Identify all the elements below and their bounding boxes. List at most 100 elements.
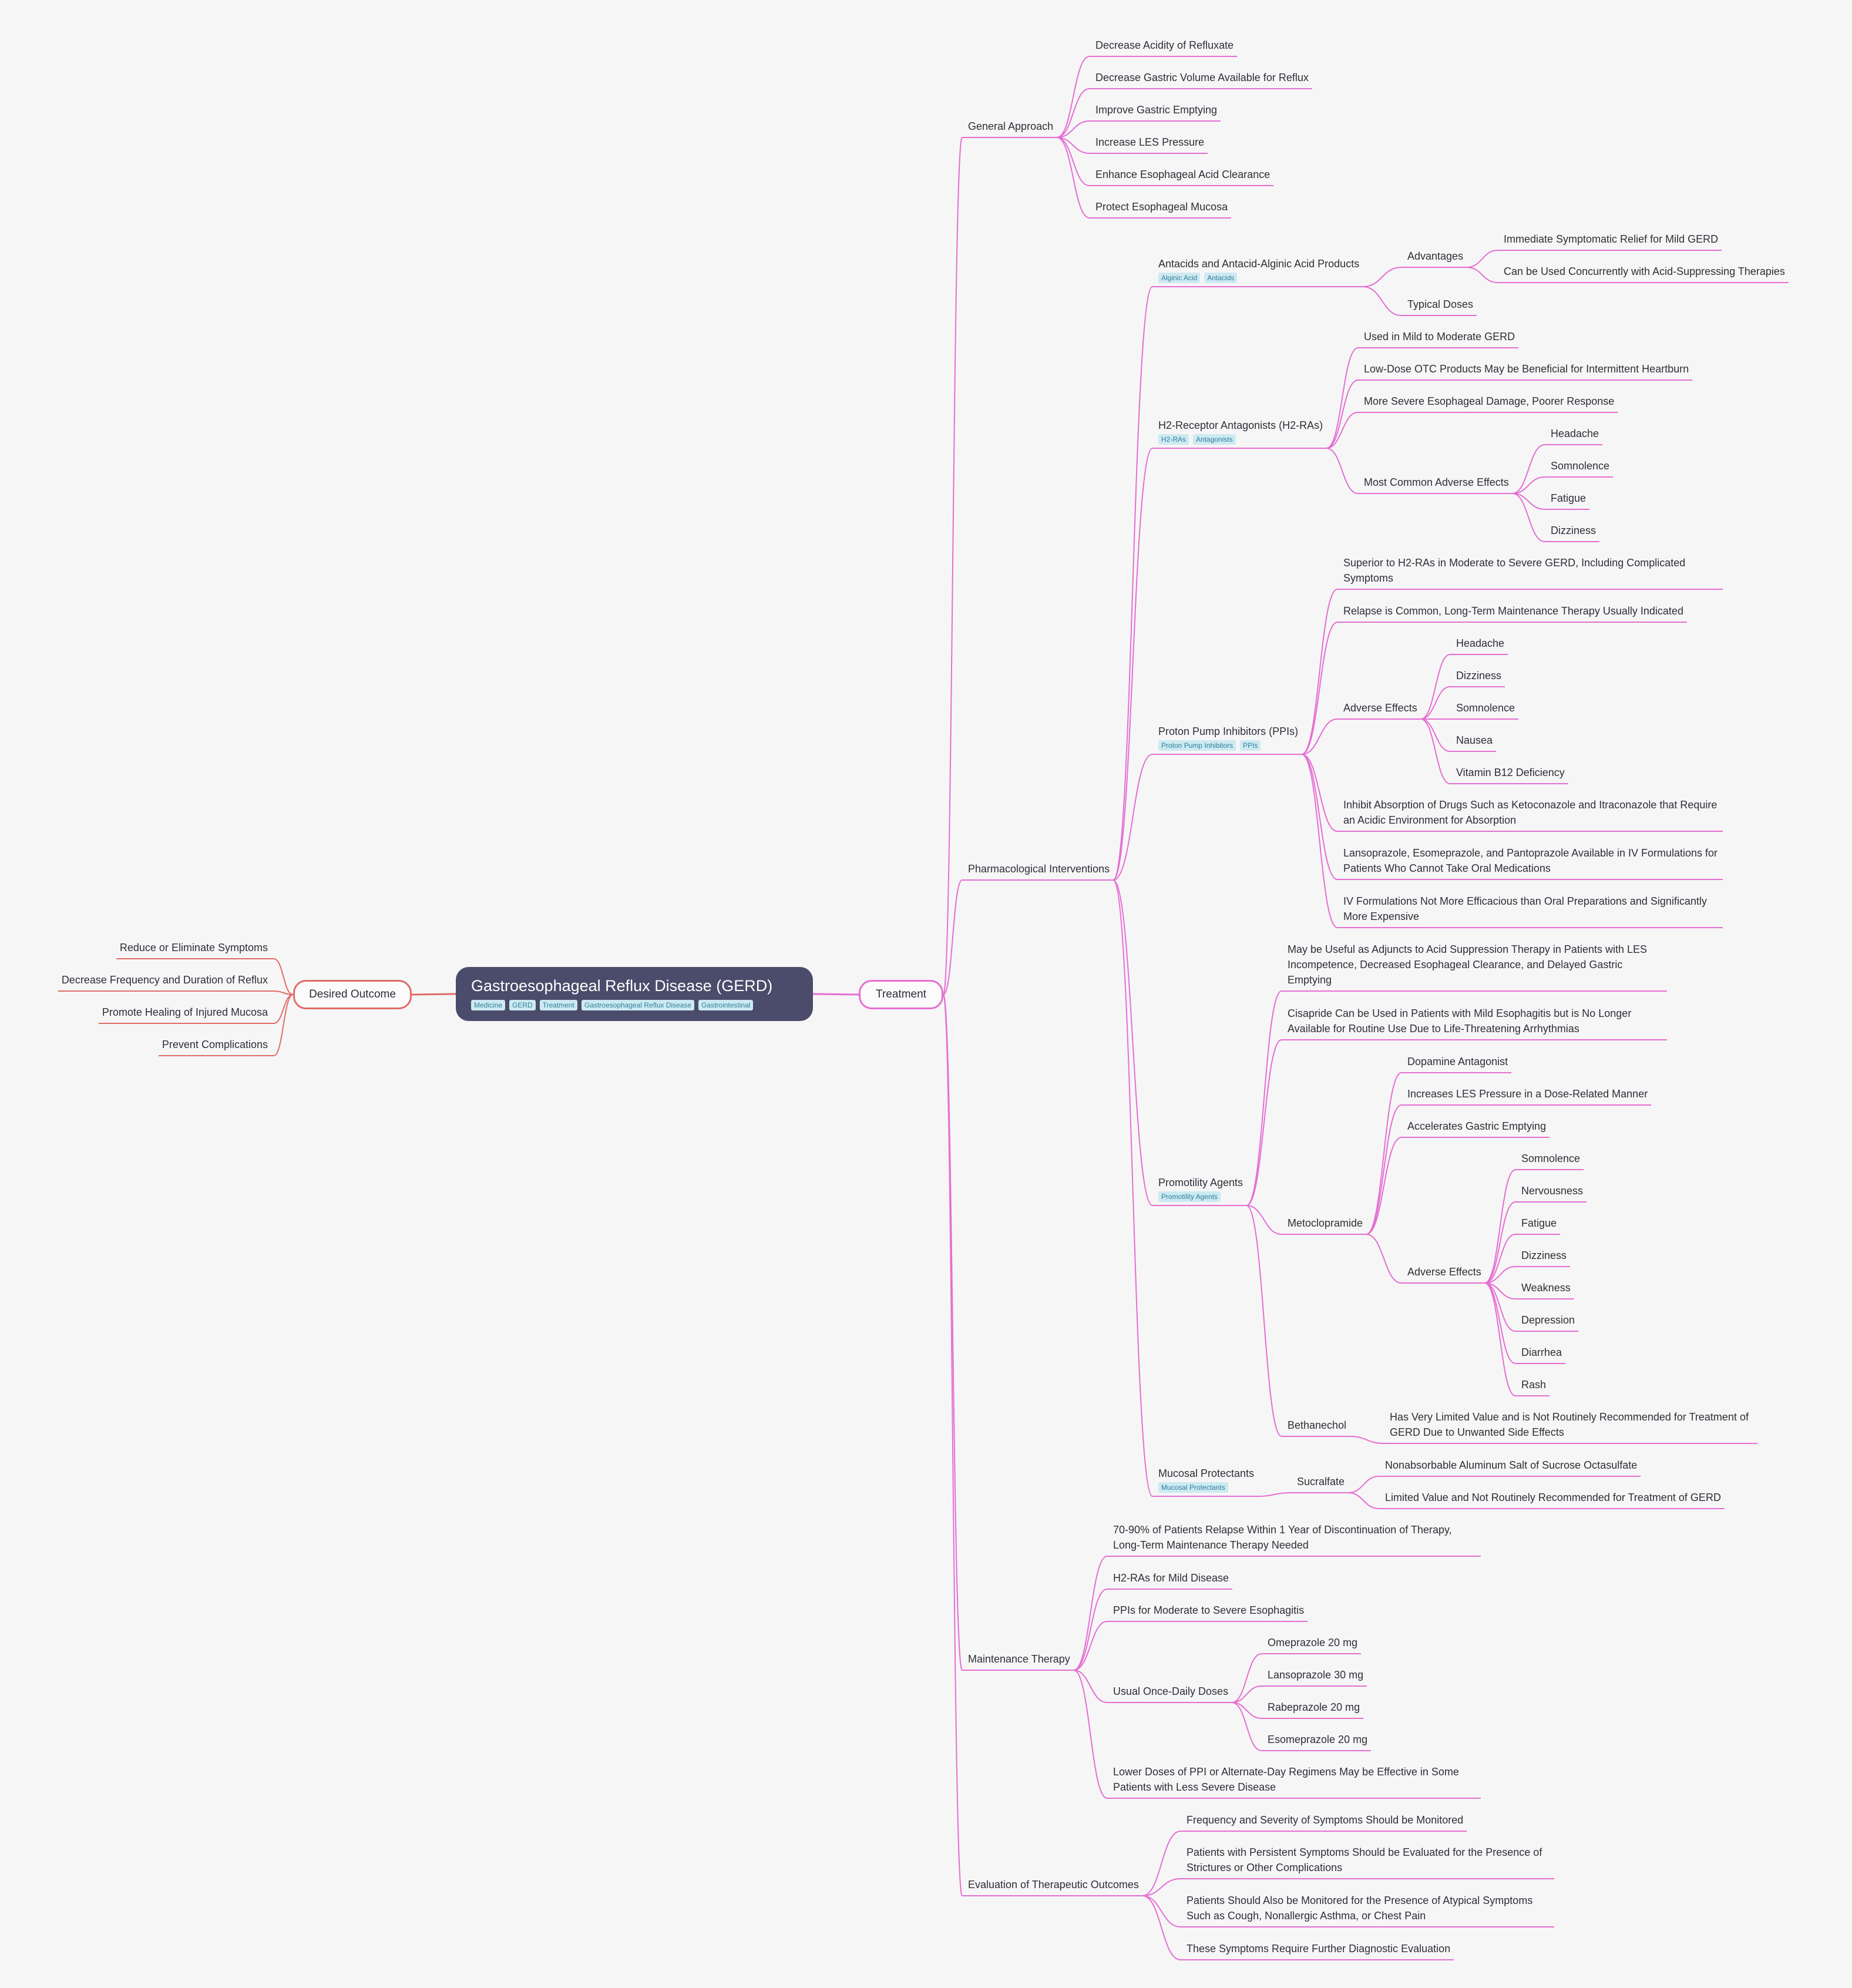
metoclopramide-item[interactable]: Accelerates Gastric Emptying: [1407, 1120, 1547, 1132]
tag[interactable]: Alginic Acid: [1158, 273, 1201, 283]
outcome-item[interactable]: Prevent Complications: [162, 1039, 268, 1050]
connector-line: [1420, 718, 1451, 784]
tag[interactable]: PPIs: [1240, 740, 1261, 751]
maintenance-item[interactable]: Lower Doses of PPI or Alternate-Day Regi…: [1113, 1766, 1459, 1793]
general-item[interactable]: Enhance Esophageal Acid Clearance: [1095, 169, 1270, 180]
advantages-topic[interactable]: Advantages: [1407, 250, 1464, 262]
evaluation-item[interactable]: Patients Should Also be Monitored for th…: [1187, 1895, 1533, 1922]
desired-outcome-topic[interactable]: Desired Outcome: [293, 980, 412, 1009]
connector-line: [1112, 879, 1153, 1497]
evaluation-topic[interactable]: Evaluation of Therapeutic Outcomes: [968, 1879, 1139, 1890]
metoclopramide-topic[interactable]: Metoclopramide: [1288, 1217, 1363, 1229]
doses-topic[interactable]: Usual Once-Daily Doses: [1113, 1685, 1229, 1697]
sucralfate-item[interactable]: Nonabsorbable Aluminum Salt of Sucrose O…: [1385, 1459, 1638, 1471]
h2ra-topic[interactable]: H2-Receptor Antagonists (H2-RAs) H2-RAs …: [1158, 418, 1323, 445]
ppi-item[interactable]: Lansoprazole, Esomeprazole, and Pantopra…: [1343, 847, 1718, 874]
tag[interactable]: Medicine: [471, 1000, 506, 1010]
metoclopramide-adverse-item[interactable]: Diarrhea: [1521, 1346, 1562, 1358]
dose-item[interactable]: Lansoprazole 30 mg: [1268, 1669, 1364, 1681]
root-topic[interactable]: Gastroesophageal Reflux Disease (GERD) M…: [456, 967, 813, 1021]
h2ra-item[interactable]: Low-Dose OTC Products May be Beneficial …: [1364, 363, 1689, 375]
general-item[interactable]: Improve Gastric Emptying: [1095, 104, 1218, 116]
tag[interactable]: GERD: [509, 1000, 536, 1010]
tag[interactable]: Antagonists: [1193, 434, 1236, 445]
h2ra-adverse-topic[interactable]: Most Common Adverse Effects: [1364, 476, 1509, 488]
general-approach-topic[interactable]: General Approach: [968, 120, 1054, 132]
tag[interactable]: H2-RAs: [1158, 434, 1189, 445]
metoclopramide-adverse-item[interactable]: Depression: [1521, 1314, 1575, 1326]
tag[interactable]: Gastrointestinal: [698, 1000, 754, 1010]
ppi-adverse-item[interactable]: Vitamin B12 Deficiency: [1456, 767, 1565, 778]
ppi-item[interactable]: Inhibit Absorption of Drugs Such as Keto…: [1343, 799, 1717, 826]
general-item[interactable]: Protect Esophageal Mucosa: [1095, 201, 1228, 213]
connector-line: [1512, 493, 1545, 510]
metoclopramide-adverse-item[interactable]: Rash: [1521, 1379, 1547, 1391]
tag[interactable]: Proton Pump Inhibitors: [1158, 740, 1236, 751]
bethanechol-note[interactable]: Has Very Limited Value and is Not Routin…: [1390, 1411, 1749, 1438]
ppi-adverse-item[interactable]: Nausea: [1456, 734, 1493, 746]
connector-line: [1484, 1266, 1516, 1284]
outcome-item[interactable]: Decrease Frequency and Duration of Reflu…: [61, 974, 268, 986]
metoclopramide-item[interactable]: Increases LES Pressure in a Dose-Related…: [1407, 1088, 1648, 1100]
dose-item[interactable]: Omeprazole 20 mg: [1268, 1637, 1358, 1648]
general-item[interactable]: Increase LES Pressure: [1095, 136, 1205, 148]
maintenance-item[interactable]: H2-RAs for Mild Disease: [1113, 1572, 1229, 1584]
tag[interactable]: Mucosal Protectants: [1158, 1482, 1228, 1493]
general-item[interactable]: Decrease Gastric Volume Available for Re…: [1095, 72, 1309, 83]
tag[interactable]: Treatment: [539, 1000, 577, 1010]
treatment-topic[interactable]: Treatment: [859, 980, 943, 1009]
ppi-item[interactable]: Relapse is Common, Long-Term Maintenance…: [1343, 605, 1683, 617]
evaluation-item[interactable]: Frequency and Severity of Symptoms Shoul…: [1187, 1814, 1464, 1826]
metoclopramide-adverse-item[interactable]: Somnolence: [1521, 1153, 1581, 1164]
mucosal-topic[interactable]: Mucosal Protectants Mucosal Protectants: [1158, 1466, 1254, 1493]
promotility-item[interactable]: Cisapride Can be Used in Patients with M…: [1288, 1008, 1632, 1035]
evaluation-item[interactable]: These Symptoms Require Further Diagnosti…: [1187, 1943, 1451, 1955]
advantage-item[interactable]: Immediate Symptomatic Relief for Mild GE…: [1504, 233, 1719, 245]
ppi-topic[interactable]: Proton Pump Inhibitors (PPIs) Proton Pum…: [1158, 724, 1298, 751]
ppi-adverse-topic[interactable]: Adverse Effects: [1343, 702, 1417, 714]
ppi-item[interactable]: IV Formulations Not More Efficacious tha…: [1343, 895, 1707, 922]
connector-line: [1073, 1670, 1108, 1703]
ppi-adverse-item[interactable]: Somnolence: [1456, 702, 1515, 714]
sucralfate-item[interactable]: Limited Value and Not Routinely Recommen…: [1385, 1492, 1721, 1503]
ppi-item[interactable]: Superior to H2-RAs in Moderate to Severe…: [1343, 557, 1686, 584]
outcome-item[interactable]: Reduce or Eliminate Symptoms: [119, 942, 268, 953]
ppi-adverse-item[interactable]: Dizziness: [1456, 670, 1502, 681]
h2ra-item[interactable]: Used in Mild to Moderate GERD: [1364, 331, 1515, 342]
bethanechol-topic[interactable]: Bethanechol: [1288, 1419, 1347, 1431]
promotility-item[interactable]: May be Useful as Adjuncts to Acid Suppre…: [1288, 943, 1647, 986]
typical-doses-topic[interactable]: Typical Doses: [1407, 298, 1474, 310]
advantage-item[interactable]: Can be Used Concurrently with Acid-Suppr…: [1504, 266, 1785, 277]
tag[interactable]: Promotility Agents: [1158, 1191, 1221, 1202]
h2ra-item[interactable]: More Severe Esophageal Damage, Poorer Re…: [1364, 395, 1615, 407]
h2ra-adverse-item[interactable]: Fatigue: [1551, 492, 1587, 504]
metoclopramide-item[interactable]: Dopamine Antagonist: [1407, 1056, 1508, 1067]
sucralfate-topic[interactable]: Sucralfate: [1297, 1476, 1345, 1487]
connector-line: [1420, 654, 1451, 720]
connector-line: [273, 994, 294, 1056]
connector-line: [1073, 1670, 1108, 1799]
promotility-topic[interactable]: Promotility Agents Promotility Agents: [1158, 1175, 1243, 1202]
general-item[interactable]: Decrease Acidity of Refluxate: [1095, 39, 1234, 51]
ppi-adverse-item[interactable]: Headache: [1456, 637, 1505, 649]
maintenance-item[interactable]: 70-90% of Patients Relapse Within 1 Year…: [1113, 1524, 1452, 1551]
evaluation-item[interactable]: Patients with Persistent Symptoms Should…: [1187, 1846, 1542, 1873]
pharmacological-topic[interactable]: Pharmacological Interventions: [968, 863, 1110, 875]
metoclopramide-adverse-topic[interactable]: Adverse Effects: [1407, 1266, 1481, 1278]
metoclopramide-adverse-item[interactable]: Nervousness: [1521, 1185, 1584, 1197]
metoclopramide-adverse-item[interactable]: Weakness: [1521, 1282, 1571, 1294]
dose-item[interactable]: Rabeprazole 20 mg: [1268, 1701, 1360, 1713]
h2ra-adverse-item[interactable]: Somnolence: [1551, 460, 1610, 472]
tag[interactable]: Antacids: [1204, 273, 1238, 283]
tag[interactable]: Gastroesophageal Reflux Disease: [581, 1000, 695, 1010]
metoclopramide-adverse-item[interactable]: Fatigue: [1521, 1217, 1557, 1229]
h2ra-adverse-item[interactable]: Headache: [1551, 428, 1599, 439]
antacids-topic[interactable]: Antacids and Antacid-Alginic Acid Produc…: [1158, 256, 1359, 283]
h2ra-adverse-item[interactable]: Dizziness: [1551, 525, 1596, 536]
maintenance-topic[interactable]: Maintenance Therapy: [968, 1653, 1070, 1665]
dose-item[interactable]: Esomeprazole 20 mg: [1268, 1734, 1368, 1745]
metoclopramide-adverse-item[interactable]: Dizziness: [1521, 1250, 1567, 1261]
outcome-item[interactable]: Promote Healing of Injured Mucosa: [102, 1006, 268, 1018]
maintenance-item[interactable]: PPIs for Moderate to Severe Esophagitis: [1113, 1604, 1305, 1616]
connector-line: [1231, 1653, 1262, 1703]
